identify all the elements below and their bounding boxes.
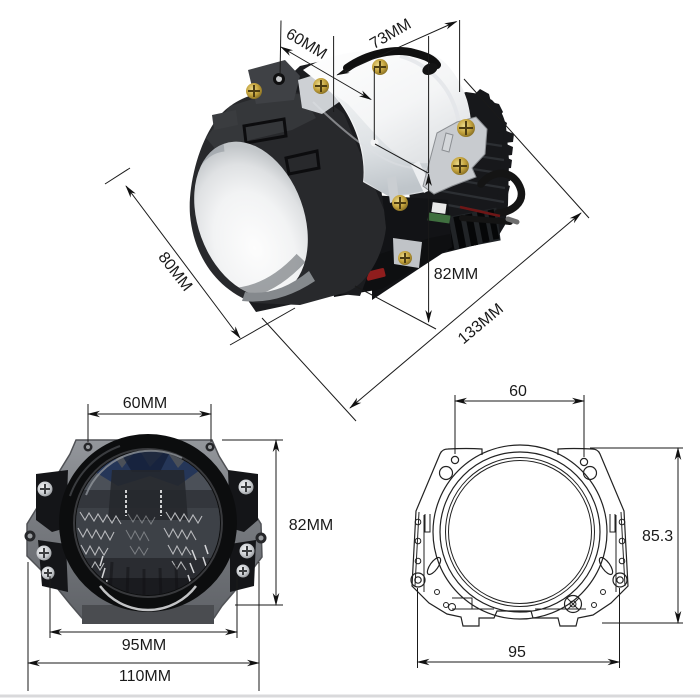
svg-text:110MM: 110MM <box>119 668 171 685</box>
svg-text:80MM: 80MM <box>154 249 195 294</box>
svg-text:60MM: 60MM <box>283 26 330 63</box>
svg-text:133MM: 133MM <box>455 300 507 347</box>
svg-text:60MM: 60MM <box>123 395 167 412</box>
svg-text:82MM: 82MM <box>434 266 478 283</box>
svg-text:82MM: 82MM <box>289 517 333 534</box>
svg-text:73MM: 73MM <box>367 16 414 53</box>
svg-text:60: 60 <box>509 383 527 400</box>
svg-text:95: 95 <box>508 644 526 661</box>
svg-text:85.3: 85.3 <box>642 528 673 545</box>
svg-text:95MM: 95MM <box>122 637 166 654</box>
